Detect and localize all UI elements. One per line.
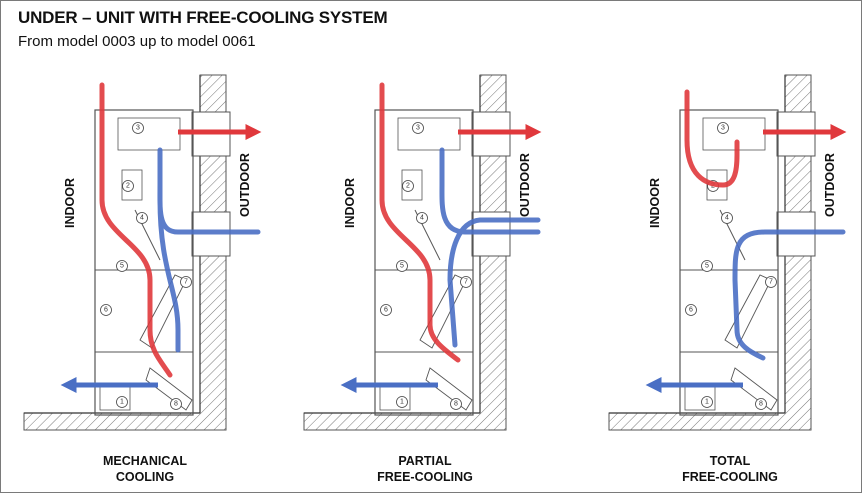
component-2-marker: [402, 180, 414, 192]
component-3-marker: [132, 122, 144, 134]
component-3-number: 3: [416, 125, 420, 132]
component-2-marker: [122, 180, 134, 192]
cool-air-path: [439, 147, 541, 348]
evaporator-coil: [730, 367, 778, 411]
component-1-number: 1: [705, 399, 709, 406]
evaporator-coil: [145, 367, 193, 411]
outdoor-label: OUTDOOR: [238, 153, 252, 217]
warm-air-path: [379, 82, 461, 363]
component-7-number: 7: [184, 279, 188, 286]
filter-coil: [419, 274, 467, 349]
unit-casing: [374, 109, 474, 416]
component-8-marker: [170, 398, 182, 410]
panel-2: 1 2 3 4 5 6 7 8 INDOOR OUTDOOR PARTIAL FREE-COOLING: [303, 74, 542, 484]
component-8-marker: [755, 398, 767, 410]
component-3-number: 3: [721, 125, 725, 132]
component-7-number: 7: [464, 279, 468, 286]
component-1-marker: [701, 396, 713, 408]
component-1-marker: [116, 396, 128, 408]
component-6-marker: [100, 304, 112, 316]
component-6-number: 6: [384, 307, 388, 314]
indoor-label: INDOOR: [648, 178, 662, 228]
component-8-marker: [450, 398, 462, 410]
component-7-number: 7: [769, 279, 773, 286]
component-4-number: 4: [140, 215, 144, 222]
control-box: [401, 169, 423, 201]
caption-line1: TOTAL: [710, 454, 751, 468]
caption-line2: COOLING: [116, 470, 174, 484]
component-2-number: 2: [126, 183, 130, 190]
caption-line1: PARTIAL: [398, 454, 452, 468]
component-3-marker: [717, 122, 729, 134]
component-6-marker: [380, 304, 392, 316]
component-2-number: 2: [406, 183, 410, 190]
page-title: UNDER – UNIT WITH FREE-COOLING SYSTEM: [18, 8, 388, 27]
panel-1: 1 2 3 4 5 6 7 8 INDOOR OUTDOOR MECHANICAL COOLING: [23, 74, 262, 484]
component-5-marker: [116, 260, 128, 272]
outdoor-label: OUTDOOR: [518, 153, 532, 217]
component-4-marker: [416, 212, 428, 224]
component-3-number: 3: [136, 125, 140, 132]
page-subtitle: From model 0003 up to model 0061: [18, 33, 256, 50]
fan-housing: [397, 117, 461, 151]
component-1-marker: [396, 396, 408, 408]
component-3-marker: [412, 122, 424, 134]
outdoor-label: OUTDOOR: [823, 153, 837, 217]
component-8-number: 8: [759, 401, 763, 408]
fan-housing: [702, 117, 766, 151]
indoor-label: INDOOR: [63, 178, 77, 228]
component-8-number: 8: [454, 401, 458, 408]
component-4-marker: [721, 212, 733, 224]
component-5-number: 5: [400, 263, 404, 270]
warm-air-path: [99, 82, 173, 378]
unit-casing: [94, 109, 194, 416]
component-7-marker: [765, 276, 777, 288]
caption-line2: FREE-COOLING: [377, 470, 473, 484]
component-4-number: 4: [725, 215, 729, 222]
caption-line1: MECHANICAL: [103, 454, 187, 468]
component-4-marker: [136, 212, 148, 224]
evaporator-coil: [425, 367, 473, 411]
control-box: [121, 169, 143, 201]
component-5-number: 5: [705, 263, 709, 270]
component-5-number: 5: [120, 263, 124, 270]
unit-casing: [679, 109, 779, 416]
caption-line2: FREE-COOLING: [682, 470, 778, 484]
component-8-number: 8: [174, 401, 178, 408]
fan-housing: [117, 117, 181, 151]
component-7-marker: [180, 276, 192, 288]
cool-air-path: [732, 229, 846, 361]
filter-coil: [724, 274, 772, 349]
cool-air-path: [157, 147, 261, 353]
component-6-number: 6: [689, 307, 693, 314]
component-1-number: 1: [120, 399, 124, 406]
component-7-marker: [460, 276, 472, 288]
component-1-number: 1: [400, 399, 404, 406]
component-6-number: 6: [104, 307, 108, 314]
warm-air-path: [684, 89, 740, 188]
component-5-marker: [701, 260, 713, 272]
indoor-label: INDOOR: [343, 178, 357, 228]
component-6-marker: [685, 304, 697, 316]
component-4-number: 4: [420, 215, 424, 222]
component-5-marker: [396, 260, 408, 272]
